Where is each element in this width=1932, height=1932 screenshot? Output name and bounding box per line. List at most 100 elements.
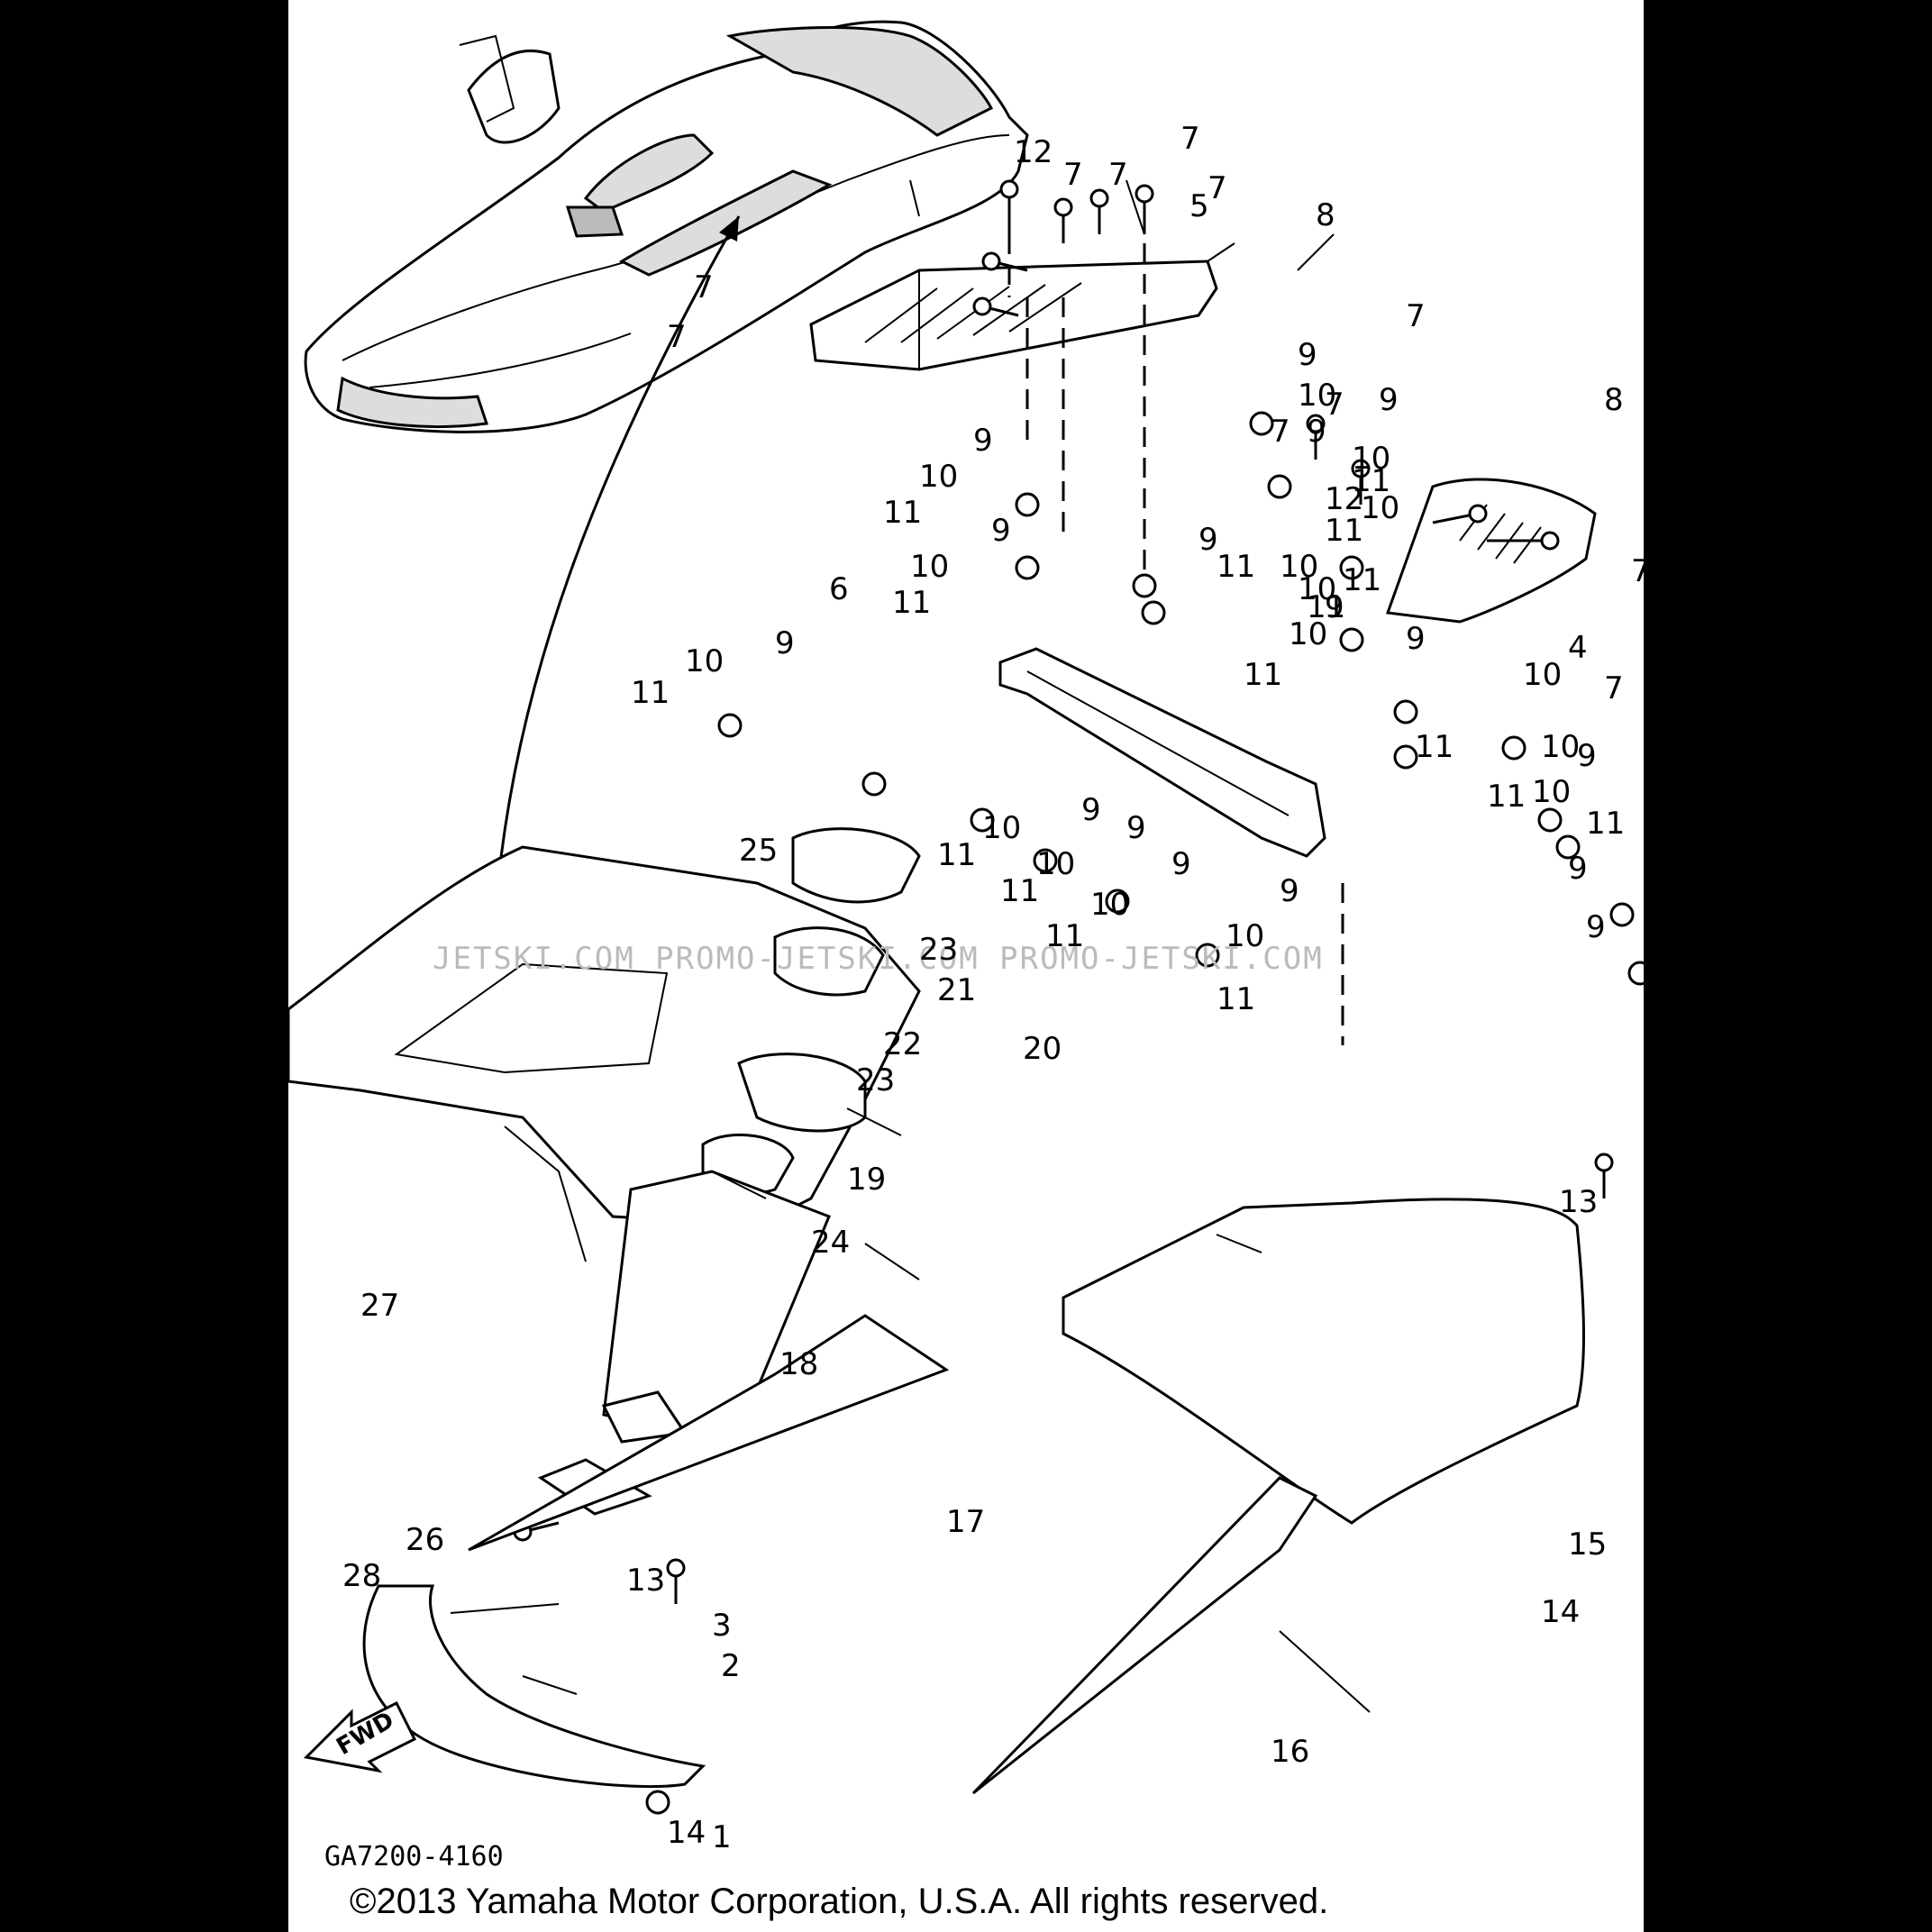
callout-8a: 8 [1316, 197, 1335, 233]
hull-deck-section [288, 827, 921, 1262]
nut-icon [1555, 834, 1581, 860]
callout-13b: 13 [626, 1563, 665, 1599]
copyright-notice: ©2013 Yamaha Motor Corporation, U.S.A. A… [350, 1882, 1329, 1921]
callout-16: 16 [1271, 1734, 1309, 1770]
callout-11m: 11 [937, 837, 976, 873]
callout-11l: 11 [1586, 806, 1625, 842]
drawing-code: GA7200-4160 [324, 1841, 504, 1873]
nut-icon [1033, 848, 1058, 873]
part-16-mat [971, 1476, 1318, 1795]
screw-head-icon [1135, 184, 1154, 204]
callout-10m: 10 [982, 810, 1021, 846]
callout-9h: 9 [1406, 621, 1426, 657]
callout-10f: 10 [1280, 549, 1318, 585]
leader-arrow [494, 215, 741, 911]
callout-11b: 11 [1325, 513, 1363, 549]
nut-icon [1195, 943, 1220, 968]
callout-10i: 10 [685, 643, 724, 679]
callout-24: 24 [811, 1225, 850, 1261]
callout-3: 3 [712, 1608, 732, 1644]
callout-9g: 9 [1325, 589, 1344, 625]
nut-icon [1609, 902, 1635, 927]
callout-14b: 14 [667, 1815, 706, 1851]
callout-10o: 10 [1090, 887, 1129, 923]
screw-head-icon [1306, 414, 1326, 433]
callout-7j: 7 [1631, 553, 1644, 589]
nut-icon [1015, 555, 1040, 580]
screw-head-icon [666, 1558, 686, 1578]
callout-12b: 12 [1325, 481, 1363, 517]
callout-9e: 9 [991, 513, 1011, 549]
callout-27: 27 [360, 1288, 399, 1324]
callout-10p: 10 [1226, 918, 1264, 954]
callout-9p: 9 [775, 625, 795, 661]
callout-26: 26 [406, 1522, 444, 1558]
nut-icon [645, 1790, 670, 1815]
callout-23b: 23 [856, 1062, 895, 1098]
callout-11e: 11 [1343, 562, 1381, 598]
screw-head-icon [999, 179, 1019, 199]
mats [468, 1198, 1585, 1795]
callout-21: 21 [937, 972, 976, 1008]
nut-icon [717, 713, 743, 738]
callout-19: 19 [847, 1162, 886, 1198]
callout-20: 20 [1023, 1031, 1062, 1067]
nut-icon [1537, 807, 1563, 833]
callout-10c: 10 [1361, 490, 1399, 526]
callout-7a: 7 [1180, 121, 1200, 157]
screw-head-icon [981, 251, 1001, 271]
callout-2: 2 [721, 1648, 741, 1684]
diagram-sheet: FWD JETSKI.COM PROMO-JETSKI.COM PROMO-JE… [288, 0, 1644, 1932]
callout-22: 22 [883, 1026, 922, 1062]
fwd-arrow: FWD [303, 1700, 417, 1773]
callout-7g: 7 [1406, 298, 1426, 334]
callout-9l: 9 [1171, 846, 1191, 882]
nut-icon [970, 807, 995, 833]
callout-13a: 13 [1559, 1184, 1598, 1220]
nut-icon [1015, 492, 1040, 517]
screw-head-icon [972, 296, 992, 316]
nut-icon [1627, 961, 1644, 986]
callout-11c: 11 [883, 495, 922, 531]
leader-lines [450, 179, 1371, 1713]
callout-4: 4 [1568, 630, 1588, 666]
callout-11f: 11 [1244, 657, 1282, 693]
callout-12a: 12 [1014, 134, 1053, 170]
callout-17: 17 [946, 1504, 985, 1540]
screw-head-icon [1468, 504, 1488, 524]
nut-icon [1393, 699, 1418, 724]
nut-icon [1339, 627, 1364, 652]
callout-10h: 10 [1289, 616, 1327, 652]
callout-7i: 7 [1271, 414, 1290, 450]
callout-9o: 9 [1586, 909, 1606, 945]
callout-1: 1 [712, 1819, 732, 1855]
callout-10n: 10 [1036, 846, 1075, 882]
callout-9m: 9 [1280, 873, 1299, 909]
callout-6: 6 [829, 571, 849, 607]
callout-11p: 11 [1217, 981, 1255, 1017]
callout-10b: 10 [1352, 441, 1390, 477]
callout-10g: 10 [1298, 571, 1336, 607]
callout-11k: 11 [1487, 779, 1526, 815]
callout-7c: 7 [1108, 157, 1128, 193]
nut-icon [1393, 744, 1418, 770]
callout-11d: 11 [892, 585, 931, 621]
callout-9j: 9 [1081, 792, 1101, 828]
callout-9k: 9 [1126, 810, 1146, 846]
nut-icon [1267, 474, 1292, 499]
callout-7k: 7 [1604, 670, 1624, 706]
callout-9n: 9 [1568, 851, 1588, 887]
callout-5: 5 [1189, 188, 1209, 224]
callout-11h: 11 [1217, 549, 1255, 585]
watermark: JETSKI.COM PROMO-JETSKI.COM PROMO-JETSKI… [433, 941, 1324, 977]
callout-14a: 14 [1541, 1594, 1580, 1630]
nut-icon [1249, 411, 1274, 436]
callout-25: 25 [739, 833, 778, 869]
part-1-bumper [362, 1584, 706, 1789]
callout-23a: 23 [919, 932, 958, 968]
callout-10j: 10 [1523, 657, 1562, 693]
nut-icon [1141, 600, 1166, 625]
callout-10k: 10 [1541, 729, 1580, 765]
